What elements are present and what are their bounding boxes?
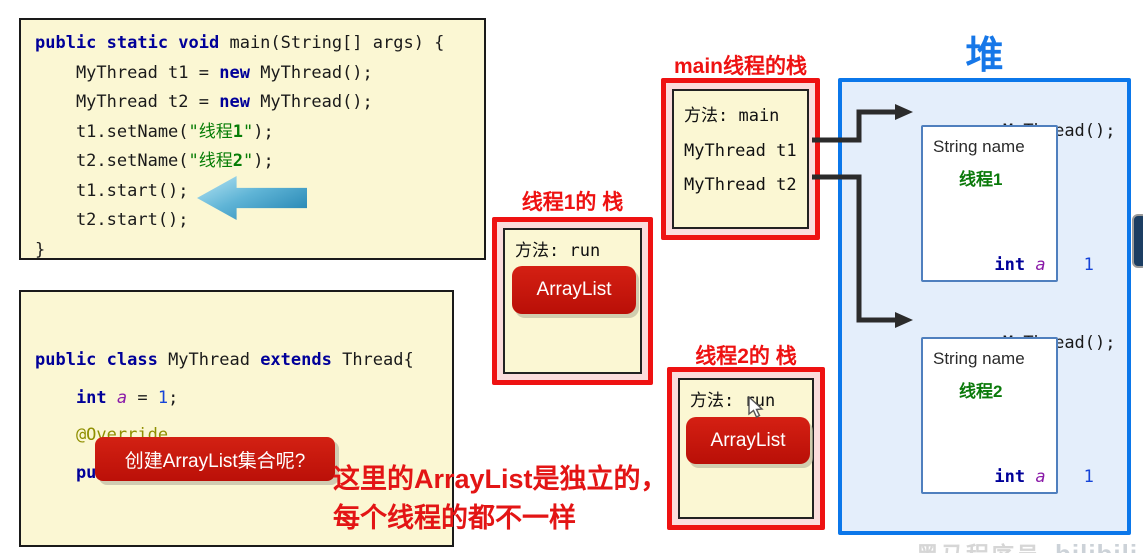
object2-name-field: String name (933, 349, 1025, 368)
code-token: ); (253, 121, 274, 142)
code-token: a (116, 387, 128, 408)
code-token: MyThread(); (249, 92, 373, 112)
object1-name-field: String name (933, 137, 1025, 156)
code-token: t2.start(); (35, 210, 189, 230)
code-token: "线程 (188, 151, 233, 171)
code-line: t2.start(); (35, 206, 484, 236)
code-token: = (127, 387, 158, 408)
code-token: t2.setName( (35, 151, 189, 171)
code-token (107, 388, 117, 408)
thread1-stack-frame: 方法: run ArrayList (503, 228, 642, 374)
code-token: 2 (232, 151, 244, 171)
code-token: new (219, 92, 250, 112)
field-a-value: 1 (1083, 255, 1094, 275)
code-line: MyThread t1 = new MyThread(); (35, 59, 484, 89)
arraylist-independence-note: 这里的ArrayList是独立的， 每个线程的都不一样 (333, 460, 668, 538)
code-line: t1.start(); (35, 177, 484, 207)
thread2-stack-box: 方法: run ArrayList (667, 367, 825, 530)
code-token: public static void (35, 33, 220, 53)
code-token: } (35, 239, 46, 260)
code-line: t1.setName("线程1"); (35, 118, 484, 148)
create-arraylist-question-box: 创建ArrayList集合呢? (95, 437, 335, 481)
main-stack-frame: 方法: main MyThread t1 MyThread t2 (672, 89, 809, 229)
field-a: a (1035, 255, 1046, 275)
main-stack-box: 方法: main MyThread t1 MyThread t2 (661, 78, 820, 240)
thread1-method-row: 方法: run (515, 241, 601, 261)
code-token: ); (253, 151, 274, 171)
thread2-stack-frame: 方法: run ArrayList (678, 378, 814, 519)
code-token: MyThread(); (249, 62, 373, 83)
thread2-arraylist-badge: ArrayList (686, 417, 810, 464)
code-token: new (219, 62, 250, 83)
watermark-logo: bilibili (1055, 539, 1138, 553)
watermark: 黑马程序员 bilibili (916, 536, 1138, 553)
code-token: public class (35, 350, 158, 370)
code-token: extends (260, 350, 332, 370)
field-a: a (1035, 467, 1046, 487)
note-line-1: 这里的ArrayList是独立的， (333, 464, 668, 494)
code-token: MyThread t2 = (35, 92, 220, 112)
code-token: Thread{ (331, 350, 414, 370)
code-token: " (243, 121, 254, 142)
code-token: t1.setName( (35, 121, 189, 142)
int-keyword: int (994, 255, 1026, 275)
thread1-stack-box: 方法: run ArrayList (492, 217, 653, 385)
code-line: int a = 1; (35, 380, 452, 418)
note-line-2: 每个线程的都不一样 (333, 503, 576, 533)
main-stack-title: main线程的栈 (673, 55, 807, 78)
scrollbar-thumb[interactable] (1132, 214, 1143, 268)
object1-name-value: 线程1 (959, 170, 1003, 189)
heap-title: 堆 (965, 35, 1004, 77)
code-line: MyThread t2 = new MyThread(); (35, 88, 484, 118)
object2-int-field: int a 1 (933, 447, 1093, 507)
object2-name-value: 线程2 (959, 382, 1003, 401)
code-token: 1 (157, 387, 169, 408)
code-token: main(String[] args) { (219, 33, 445, 53)
code-token: ; (168, 387, 179, 408)
thread2-stack-title: 线程2的 栈 (695, 345, 797, 368)
code-line: public static void main(String[] args) { (35, 29, 484, 59)
main-t1-row: MyThread t1 (684, 140, 797, 161)
field-a-value: 1 (1083, 467, 1094, 487)
code-token: 1 (232, 121, 244, 142)
heap-object2-box: String name 线程2 int a 1 (921, 337, 1094, 494)
object1-int-field: int a 1 (933, 235, 1093, 295)
int-keyword: int (994, 467, 1026, 487)
thread2-method-row: 方法: run (690, 391, 776, 411)
thread1-arraylist-badge: ArrayList (512, 266, 636, 314)
main-t2-row: MyThread t2 (684, 175, 797, 195)
code-panel-main-method: public static void main(String[] args) {… (19, 18, 486, 260)
watermark-brand: 黑马程序员 (916, 542, 1041, 553)
gap (1025, 255, 1035, 275)
heap-object1-box: String name 线程1 int a 1 (921, 125, 1094, 282)
gap (1025, 467, 1035, 487)
main-method-row: 方法: main (684, 106, 780, 126)
code-token: t1.start(); (35, 180, 189, 201)
code-line: } (35, 236, 484, 266)
code-token: MyThread (157, 350, 261, 370)
code-line: public class MyThread extends Thread{ (35, 342, 452, 380)
code-token: int (35, 387, 107, 408)
code-token: "线程 (188, 121, 233, 142)
code-token: " (243, 151, 254, 171)
code-line: t2.setName("线程2"); (35, 147, 484, 177)
thread1-stack-title: 线程1的 栈 (521, 191, 624, 214)
code-token: MyThread t1 = (35, 62, 220, 83)
